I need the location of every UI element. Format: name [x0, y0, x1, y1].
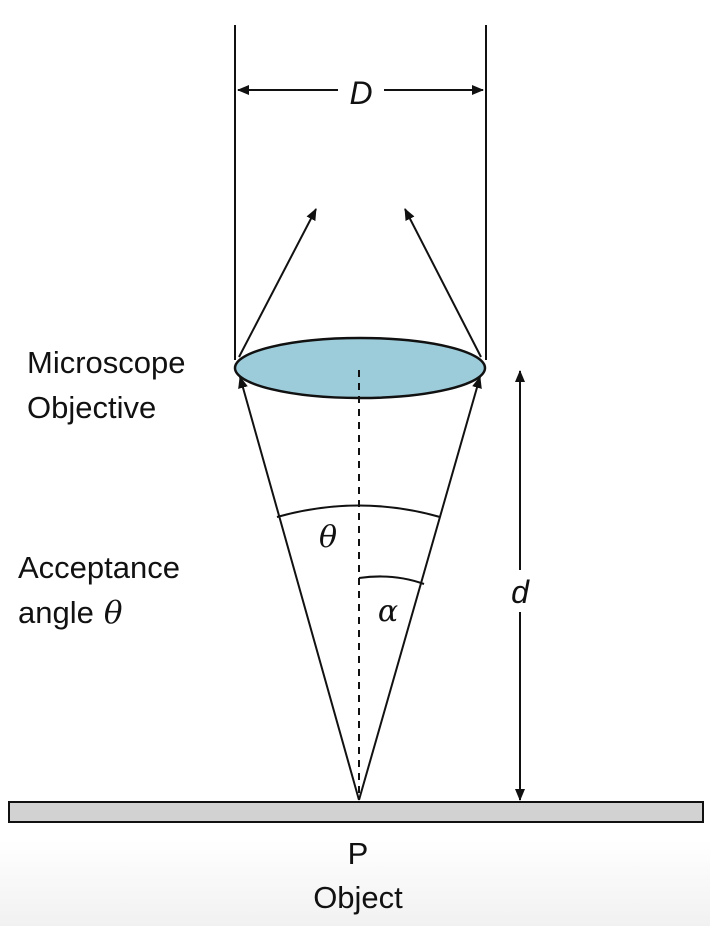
theta-label: θ	[319, 520, 337, 555]
lens-label-line1: Microscope	[27, 345, 186, 380]
distance-label: d	[511, 574, 530, 610]
acceptance-label-symbol: θ	[104, 595, 123, 631]
object-label: Object	[313, 880, 403, 915]
object-slab	[8, 801, 704, 823]
width-label: D	[349, 75, 372, 111]
cone-ray-right	[358, 376, 482, 801]
alpha-arc	[358, 575, 425, 585]
cone-ray-left	[238, 376, 360, 801]
acceptance-label-word: angle	[18, 595, 94, 630]
point-label: P	[348, 836, 369, 871]
lens-label-line2: Objective	[27, 390, 156, 425]
bottom-fade	[0, 840, 710, 926]
outgoing-ray-left	[238, 208, 317, 358]
theta-arc	[276, 504, 441, 518]
alpha-label: α	[378, 594, 398, 629]
acceptance-label-line1: Acceptance	[18, 550, 180, 585]
outgoing-ray-right	[404, 208, 482, 358]
